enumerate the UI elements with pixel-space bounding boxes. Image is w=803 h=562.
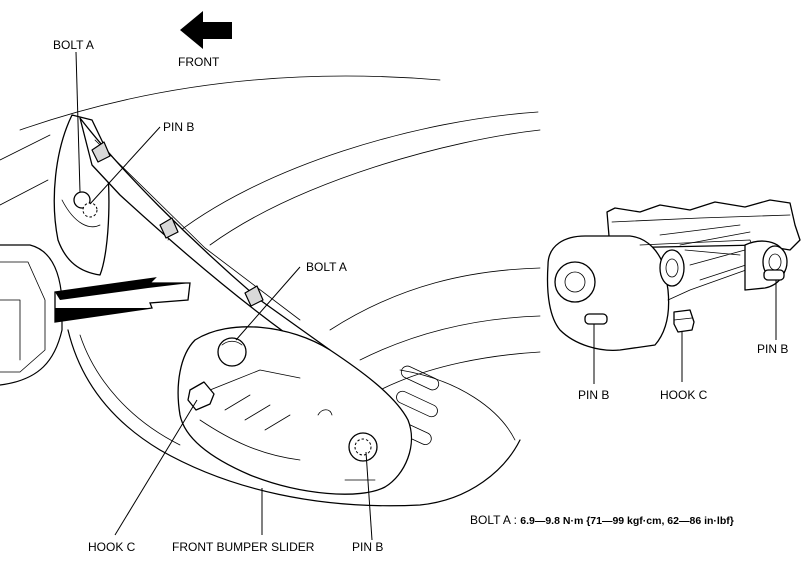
front-label: FRONT xyxy=(178,55,220,69)
leader-pin-b-top xyxy=(89,126,161,205)
pin-b-bottom-label: PIN B xyxy=(352,540,383,554)
front-arrow-icon xyxy=(180,11,232,49)
hook-c-left-label: HOOK C xyxy=(88,540,136,554)
pin-b-upper-icon xyxy=(82,202,98,218)
leader-hook-c xyxy=(114,399,198,536)
pin-b-detail-right-label: PIN B xyxy=(757,342,788,356)
pin-b-lower-icon xyxy=(348,432,378,462)
torque-spec-value: 6.9—9.8 N·m {71—99 kgf·cm, 62—86 in·lbf} xyxy=(520,515,734,527)
slider-rail xyxy=(79,117,331,357)
install-arrow-icon xyxy=(54,277,191,323)
hook-c-detail-icon xyxy=(673,309,695,333)
leader-pin-b-bottom xyxy=(365,451,373,541)
hook-c-detail-label: HOOK C xyxy=(660,388,708,402)
bolt-a-mid-label: BOLT A xyxy=(306,260,347,274)
torque-spec-prefix: BOLT A : xyxy=(470,513,520,527)
bolt-a-mid-icon xyxy=(217,337,247,367)
vehicle-body-outline xyxy=(0,75,541,507)
slider-detail-view xyxy=(546,199,801,351)
leader-bolt-a-top xyxy=(75,51,81,193)
pin-b-detail-right-icon xyxy=(763,269,785,281)
bolt-a-top-label: BOLT A xyxy=(53,38,94,52)
front-bumper-slider-label: FRONT BUMPER SLIDER xyxy=(172,540,315,554)
leader-bolt-a-mid xyxy=(235,266,301,341)
hook-c-icon xyxy=(187,381,215,411)
pin-b-detail-left-icon xyxy=(584,313,608,325)
pin-b-detail-left-label: PIN B xyxy=(578,388,609,402)
torque-spec: BOLT A : 6.9—9.8 N·m {71—99 kgf·cm, 62—8… xyxy=(470,513,734,527)
pin-b-top-label: PIN B xyxy=(163,120,194,134)
